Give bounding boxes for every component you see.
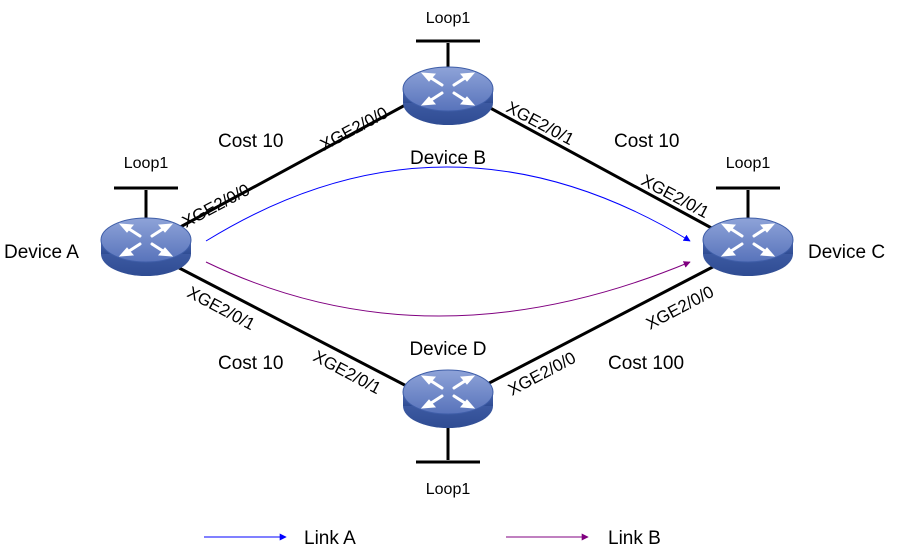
device-label-c: Device C bbox=[808, 242, 885, 263]
port-label-c-dc: XGE2/0/0 bbox=[643, 282, 717, 333]
legend-label-link-a: Link A bbox=[304, 528, 356, 549]
cost-label-dc: Cost 100 bbox=[608, 353, 684, 374]
port-label-c-bc: XGE2/0/1 bbox=[638, 171, 712, 222]
link-a-d bbox=[159, 256, 421, 395]
path-link-a bbox=[205, 166, 691, 242]
loopback-a bbox=[114, 186, 178, 222]
cost-label-ad: Cost 10 bbox=[218, 353, 283, 374]
router-icon bbox=[701, 216, 795, 278]
legend-label-link-b: Link B bbox=[608, 528, 661, 549]
loop-label-c: Loop1 bbox=[726, 155, 771, 172]
loop-label-a: Loop1 bbox=[124, 155, 169, 172]
legend: Link A Link B bbox=[204, 528, 661, 549]
loopback-d bbox=[416, 425, 480, 464]
router-icon bbox=[401, 368, 495, 430]
port-label-a-ab: XGE2/0/0 bbox=[179, 180, 253, 231]
cost-label-ab: Cost 10 bbox=[218, 131, 283, 152]
link-d-c bbox=[469, 256, 731, 395]
path-link-b bbox=[205, 261, 691, 317]
port-label-b-ab: XGE2/0/0 bbox=[317, 103, 391, 154]
loop-label-b: Loop1 bbox=[426, 10, 471, 27]
router-icon bbox=[99, 216, 193, 278]
cost-label-bc: Cost 10 bbox=[614, 131, 679, 152]
device-label-d: Device D bbox=[409, 339, 486, 360]
link-b-c bbox=[469, 95, 731, 240]
port-label-b-bc: XGE2/0/1 bbox=[503, 98, 577, 149]
device-label-b: Device B bbox=[410, 148, 486, 169]
loop-label-d: Loop1 bbox=[426, 481, 471, 498]
device-label-a: Device A bbox=[4, 242, 79, 263]
router-icon bbox=[401, 65, 495, 127]
loopback-c bbox=[716, 186, 780, 222]
link-a-b bbox=[159, 95, 421, 240]
